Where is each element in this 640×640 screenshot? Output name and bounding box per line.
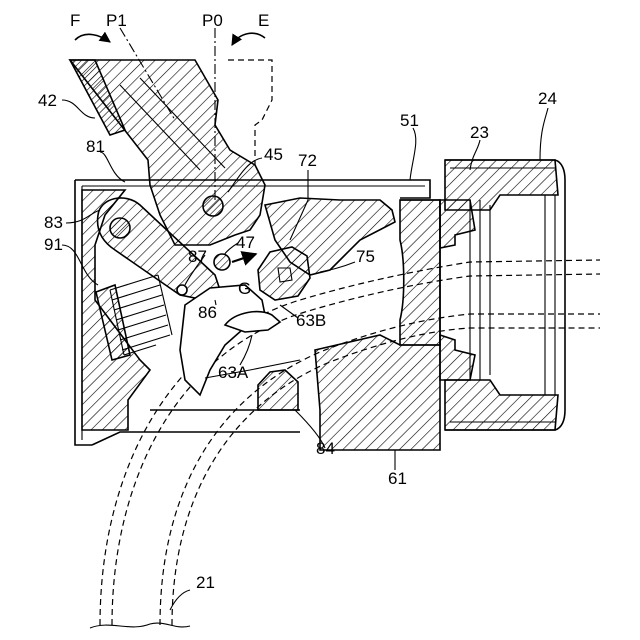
pin-87 (177, 285, 187, 295)
label-91: 91 (44, 235, 63, 254)
arrow-e (232, 33, 265, 45)
cam-75 (258, 247, 310, 300)
label-83: 83 (44, 213, 63, 232)
arrow-47 (232, 254, 256, 262)
label-45: 45 (264, 145, 283, 164)
label-G: G (238, 279, 251, 298)
fitting-23 (440, 200, 490, 380)
label-86: 86 (198, 303, 217, 322)
label-84: 84 (316, 439, 335, 458)
label-P0: P0 (202, 11, 223, 30)
block-61 (315, 335, 440, 450)
label-63A: 63A (218, 363, 249, 382)
pad-84 (258, 370, 298, 410)
label-81: 81 (86, 137, 105, 156)
label-63B: 63B (296, 311, 326, 330)
label-51: 51 (400, 111, 419, 130)
label-F: F (70, 11, 80, 30)
wall-right (400, 200, 440, 345)
label-23: 23 (470, 123, 489, 142)
label-42: 42 (38, 91, 57, 110)
label-21: 21 (196, 573, 215, 592)
ball-47 (214, 254, 230, 270)
label-P1: P1 (106, 11, 127, 30)
label-47: 47 (236, 233, 255, 252)
pin-83 (110, 218, 130, 238)
label-72: 72 (298, 151, 317, 170)
label-87: 87 (188, 247, 207, 266)
label-24: 24 (538, 89, 557, 108)
arrow-f (75, 34, 110, 42)
label-E: E (258, 11, 269, 30)
label-61: 61 (388, 469, 407, 488)
label-75: 75 (356, 247, 375, 266)
